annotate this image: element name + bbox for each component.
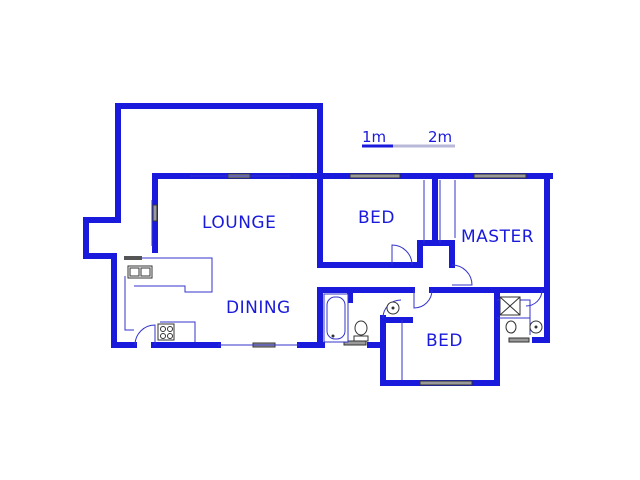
stove-icon [157, 323, 175, 341]
kitchen-counter-left [124, 276, 134, 331]
sink-icon [124, 256, 153, 279]
kitchen-counter-bottom [160, 321, 196, 342]
door-icon [451, 264, 473, 286]
windows [152, 173, 530, 386]
scale-label-1m: 1m [362, 128, 386, 146]
door-icon [525, 289, 543, 307]
door-icon [391, 244, 413, 266]
room-labels: LOUNGE DINING BED MASTER BED [202, 208, 534, 351]
window-icon [152, 204, 158, 222]
wall-north-lounge [115, 103, 395, 268]
room-label-lounge: LOUNGE [202, 213, 276, 233]
room-label-dining: DINING [226, 298, 291, 318]
doors [134, 244, 543, 346]
scale-bar: 1m 2m [362, 128, 455, 148]
interior-lines [124, 180, 531, 380]
kitchen-counter [134, 257, 213, 293]
outer-walls [83, 103, 553, 386]
fixtures [124, 256, 543, 343]
window-icon [349, 173, 401, 179]
wall-bed2 [367, 287, 500, 386]
basin-icon [529, 320, 543, 334]
wall-bed1-corner [387, 240, 423, 268]
door-icon [413, 289, 433, 309]
basin-icon [386, 301, 400, 315]
room-label-bed: BED [358, 208, 395, 228]
shower-icon [499, 296, 521, 316]
scale-label-2m: 2m [428, 128, 452, 146]
room-label-master: MASTER [461, 227, 534, 247]
window-icon [508, 337, 530, 343]
room-label-bed-2: BED [426, 331, 463, 351]
bathtub-icon [323, 293, 349, 343]
toilet-icon [505, 320, 517, 334]
door-icon [134, 324, 156, 346]
wall-west [83, 103, 137, 348]
toilet-icon [353, 320, 369, 342]
window-icon [473, 173, 527, 179]
wall-passage-top [417, 240, 455, 268]
window-icon [419, 380, 473, 386]
